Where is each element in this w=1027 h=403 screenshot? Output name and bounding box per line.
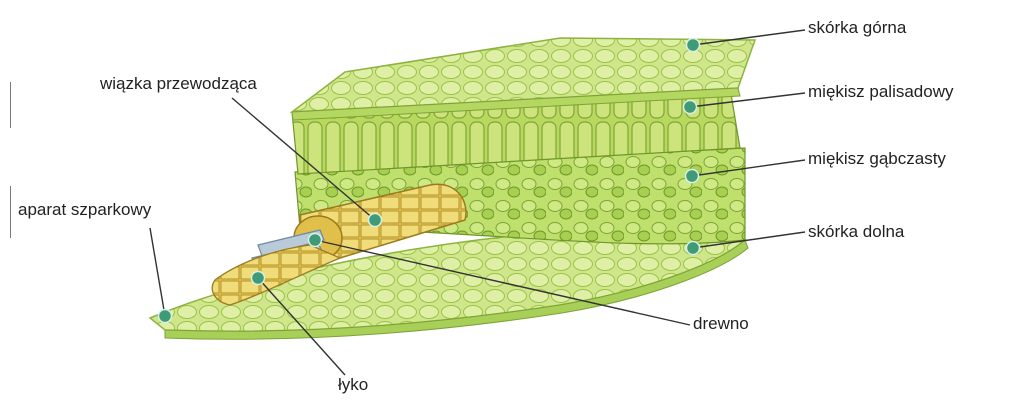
marker-phloem <box>252 272 265 285</box>
left-rule-top <box>10 82 11 128</box>
label-upper-epidermis: skórka górna <box>808 18 906 38</box>
marker-stomata <box>159 310 172 323</box>
marker-vascular-bundle <box>369 214 382 227</box>
label-spongy: miękisz gąbczasty <box>808 149 946 169</box>
marker-spongy <box>686 170 699 183</box>
left-rule-bottom <box>10 186 11 238</box>
label-xylem: drewno <box>693 314 749 334</box>
marker-palisade <box>684 101 697 114</box>
label-phloem: łyko <box>338 375 368 395</box>
label-lower-epidermis: skórka dolna <box>808 222 904 242</box>
label-stomata: aparat szparkowy <box>18 200 151 220</box>
marker-upper-epidermis <box>687 39 700 52</box>
label-palisade: miękisz palisadowy <box>808 82 954 102</box>
marker-xylem <box>309 234 322 247</box>
label-vascular-bundle: wiązka przewodząca <box>100 74 257 94</box>
marker-lower-epidermis <box>687 242 700 255</box>
